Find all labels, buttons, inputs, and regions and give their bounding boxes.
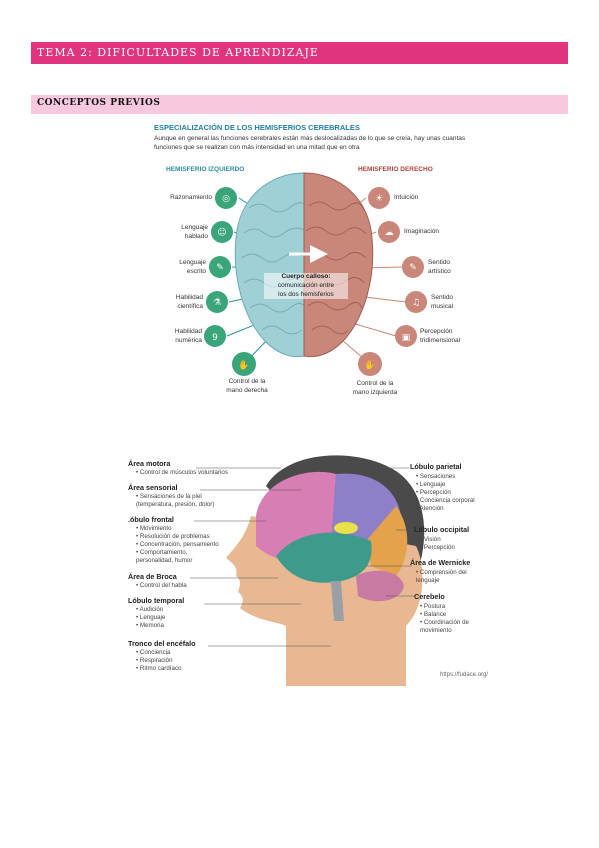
head-illustration (190, 455, 425, 686)
figure1-title: ESPECIALIZACIÓN DE LOS HEMISFERIOS CEREB… (154, 123, 360, 132)
svg-text:☁: ☁ (385, 228, 394, 238)
frontal-lobe-title: .óbulo frontal (128, 515, 174, 524)
occipital-lobe-title: Lóbulo occipital (414, 525, 470, 534)
area-motora-title: Área motora (128, 459, 171, 468)
source-link: https://fudace.org/ (440, 672, 489, 678)
svg-text:✋: ✋ (238, 359, 249, 371)
svg-text:♫: ♫ (412, 298, 420, 308)
temporal-lobe-title: Lóbulo temporal (128, 596, 185, 605)
left-item-1: Lenguaje hablado (181, 224, 208, 240)
svg-text:☺: ☺ (217, 227, 226, 238)
area-motora-item: • Control de músculos voluntarios (136, 469, 228, 476)
svg-text:⚗: ⚗ (213, 298, 221, 308)
left-item-0: Razonamiento (170, 194, 212, 201)
parietal-lobe-item-1: • Lenguaje (416, 481, 446, 488)
right-item-3: Sentido musical (431, 294, 454, 310)
brainstem-title: Tronco del encéfalo (128, 639, 196, 648)
temporal-lobe-item-0: • Audición (136, 606, 164, 613)
parietal-lobe-item-4: • Atención (416, 505, 444, 512)
hemispheres-figure: ESPECIALIZACIÓN DE LOS HEMISFERIOS CEREB… (104, 118, 494, 408)
occipital-lobe-item-0: • Visión (420, 536, 441, 543)
wernicke-area-title: Área de Wernicke (410, 558, 471, 567)
right-item-2: Sentido artístico (428, 259, 451, 275)
svg-text:☀: ☀ (375, 194, 383, 204)
cerebellum-item-1: • Balance (420, 611, 447, 618)
svg-text:9: 9 (212, 333, 218, 343)
frontal-lobe-item-2: • Concentración, pensamiento (136, 541, 219, 548)
left-item-4: Habilidad numérica (174, 328, 202, 344)
svg-text:✎: ✎ (216, 263, 224, 273)
svg-text:▣: ▣ (402, 333, 411, 343)
page-title: TEMA 2: DIFICULTADES DE APRENDIZAJE (37, 46, 319, 59)
right-hemisphere-heading: HEMISFERIO DERECHO (358, 166, 433, 173)
left-item-2: Lenguaje escrito (179, 259, 206, 275)
right-item-1: Imaginación (404, 228, 440, 235)
left-item-3: Habilidad científica (175, 294, 203, 310)
cerebellum-item-0: • Postura (420, 603, 446, 610)
broca-area-item: • Control del habla (136, 582, 187, 589)
frontal-lobe-item-1: • Resolución de problemas (136, 533, 210, 540)
section-heading-bar: CONCEPTOS PREVIOS (31, 95, 568, 114)
wernicke-area-item: • Comprensión del lenguaje (416, 569, 467, 584)
broca-area-title: Área de Broca (128, 572, 177, 581)
parietal-lobe-item-3: • Conciencia corporal (416, 497, 475, 504)
temporal-lobe-item-1: • Lenguaje (136, 614, 166, 621)
cerebellum-title: Cerebelo (414, 592, 445, 601)
svg-text:◎: ◎ (222, 194, 230, 204)
parietal-lobe-item-2: • Percepción (416, 489, 451, 496)
parietal-lobe-item-0: • Sensaciones (416, 473, 456, 480)
frontal-lobe-item-0: • Movimiento (136, 525, 172, 532)
brain-areas-figure: Área motora • Control de músculos volunt… (126, 446, 500, 686)
corpus-callosum-text: comunicación entre los dos hemisferios (264, 282, 348, 299)
frontal-lobe-item-3: • Comportamiento, personalidad, humor (136, 549, 193, 564)
figure1-description: Aunque en general las funciones cerebral… (154, 135, 466, 151)
corpus-callosum-title: Cuerpo calloso: (264, 273, 348, 282)
brainstem-item-0: • Conciencia (136, 649, 171, 656)
svg-text:✎: ✎ (409, 263, 417, 273)
parietal-lobe-title: Lóbulo parietal (410, 462, 462, 471)
brainstem-item-2: • Ritmo cardíaco (136, 665, 182, 672)
cerebellum-item-2: • Coordinación de movimiento (420, 619, 469, 634)
occipital-lobe-item-1: • Percepción (420, 544, 455, 551)
svg-text:✋: ✋ (364, 359, 375, 371)
right-item-5: Control de la mano izquierda (352, 380, 398, 396)
left-hemisphere-heading: HEMISFERIO IZQUIERDO (166, 166, 245, 173)
area-sensorial-title: Área sensorial (128, 483, 178, 492)
right-item-0: Intuición (394, 194, 419, 201)
right-item-4: Percepción tridimensional (420, 328, 461, 344)
page-title-bar: TEMA 2: DIFICULTADES DE APRENDIZAJE (31, 42, 568, 64)
left-item-5: Control de la mano derecha (226, 378, 268, 394)
temporal-lobe-item-2: • Memoria (136, 622, 164, 629)
area-sensorial-item: • Sensaciones de la piel (temperatura, p… (136, 493, 215, 508)
brainstem-item-1: • Respiración (136, 657, 173, 664)
section-title: CONCEPTOS PREVIOS (37, 98, 161, 108)
